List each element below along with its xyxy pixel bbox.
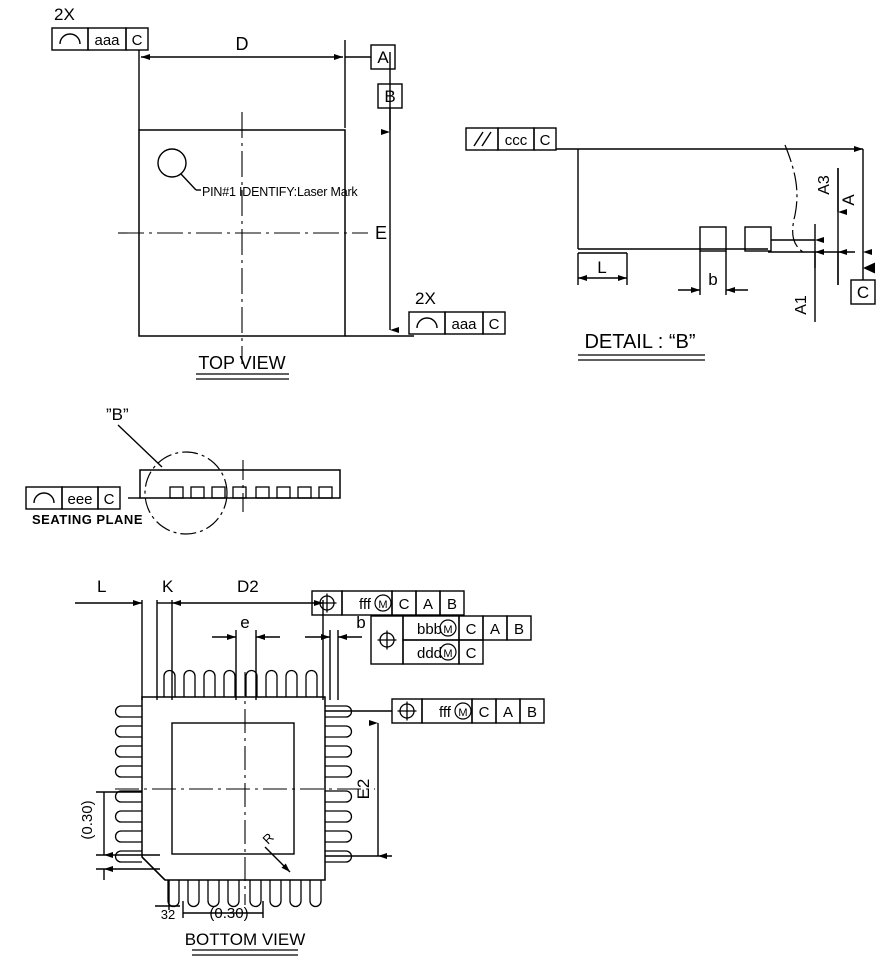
detail-terminal-1 — [699, 226, 727, 252]
top-view-multiplier-top: 2X — [54, 5, 75, 24]
fcf-composite-row2-tolerance: ddd — [417, 645, 442, 662]
fcf-top-left-tolerance: aaa — [94, 32, 120, 49]
fcf-composite-row1-datum-a: A — [490, 621, 500, 638]
side-view-callout: ”B” — [106, 405, 129, 424]
dim-A3-label: A3 — [816, 175, 833, 195]
pin-32-label: 32 — [161, 907, 175, 922]
dim-A1-label: A1 — [793, 295, 810, 315]
fcf-bottom-right-frame: fff M C A B — [391, 698, 545, 724]
fcf-seating-plane: eee C — [25, 486, 121, 510]
dim-b-detail-label: b — [708, 270, 717, 289]
dim-A3: A3 — [816, 168, 847, 285]
position-symbol-2 — [377, 630, 397, 650]
ref-dim-vertical: (0.30) — [79, 791, 160, 880]
position-symbol-3 — [397, 701, 417, 721]
pads-left — [114, 705, 142, 863]
top-view-centerlines — [118, 112, 368, 364]
dim-D-label: D — [236, 34, 249, 54]
top-view: 2X aaa C D A B — [51, 5, 506, 380]
dim-b-bottom-label: b — [356, 613, 365, 632]
fcf-bottom-top-datum-a: A — [423, 596, 433, 613]
fcf-top-left-datum: C — [132, 32, 143, 49]
fcf-bottom-top-modifier: M — [378, 599, 387, 611]
fcf-parallelism: ccc C — [465, 127, 557, 151]
fcf-bottom-right: aaa C — [408, 311, 506, 335]
fcf-top-left: aaa C — [51, 27, 149, 51]
datum-C-detail: C — [850, 279, 876, 305]
dim-L-detail-label: L — [597, 258, 606, 277]
fcf-bottom-right-modifier: M — [458, 707, 467, 719]
fcf-parallelism-tolerance: ccc — [505, 132, 528, 149]
datum-B-label: B — [384, 87, 395, 106]
dim-K-label: K — [162, 577, 174, 596]
pin1-marker — [157, 148, 187, 178]
fcf-composite-row2-modifier: M — [443, 648, 452, 660]
dim-D2-label: D2 — [237, 577, 259, 596]
detail-circle — [144, 451, 228, 535]
dim-L-detail: L — [577, 253, 628, 285]
fcf-composite-row1-modifier: M — [443, 624, 452, 636]
dim-A: A — [839, 146, 872, 255]
ref-dim-vertical-label: (0.30) — [79, 800, 96, 839]
fcf-bottom-right-datum: C — [489, 316, 500, 333]
dim-D: D — [141, 34, 343, 60]
fcf-bottom-right-datum-c: C — [479, 704, 490, 721]
pin-32-callout: 32 — [155, 880, 180, 922]
pads-top — [163, 669, 318, 697]
dim-b-detail: b — [678, 251, 748, 295]
dim-L-bottom-label: L — [97, 577, 106, 596]
ref-dim-horizontal-label: (0.30) — [209, 905, 248, 922]
dim-A-label: A — [839, 194, 858, 206]
fcf-parallelism-datum: C — [540, 132, 551, 149]
pads-bottom — [167, 880, 322, 908]
dim-A1: A1 — [793, 224, 824, 322]
fcf-composite-row1-tolerance: bbb — [417, 621, 442, 638]
side-view-terminals — [169, 486, 333, 499]
datum-C-detail-label: C — [857, 283, 869, 302]
datum-A: A — [370, 44, 396, 70]
dim-E2-label: E2 — [354, 779, 373, 800]
fcf-bottom-right-tolerance: aaa — [451, 316, 477, 333]
bottom-view-title: BOTTOM VIEW — [185, 930, 306, 949]
seating-plane-label: SEATING PLANE — [32, 512, 143, 527]
fcf-bottom-right-datum-a: A — [503, 704, 513, 721]
dim-e-label: e — [240, 613, 249, 632]
detail-view-title: DETAIL : “B” — [584, 331, 695, 353]
bottom-view-centerlines — [115, 672, 375, 905]
bottom-view: L K D2 fff M C A — [75, 577, 545, 956]
detail-break-line — [784, 144, 804, 253]
fcf-bottom-top-datum-b: B — [447, 596, 457, 613]
dim-E: E — [375, 129, 399, 333]
datum-A-label: A — [377, 48, 389, 67]
ref-dim-horizontal: (0.30) — [182, 901, 264, 922]
top-view-title: TOP VIEW — [198, 353, 285, 373]
fcf-seating-datum: C — [104, 491, 115, 508]
side-view: ”B” eee C SEATING PLANE — [25, 405, 341, 535]
pin1-note: PIN#1 IDENTIFY:Laser Mark — [202, 185, 358, 199]
fcf-bottom-top: fff M C A B — [311, 590, 465, 616]
dim-E2: E2 — [354, 720, 387, 859]
fcf-composite-row2-datum-c: C — [466, 645, 477, 662]
fcf-composite-row1-datum-b: B — [514, 621, 524, 638]
fcf-seating-tolerance: eee — [67, 491, 92, 508]
dim-E-label: E — [375, 223, 387, 243]
fcf-composite-row1-datum-c: C — [466, 621, 477, 638]
detail-view-b: ccc C L b — [465, 127, 876, 361]
top-view-multiplier-bottom: 2X — [415, 289, 436, 308]
fcf-bottom-composite: bbb M C A B ddd M C — [370, 615, 532, 665]
detail-terminal-2 — [744, 226, 772, 252]
fcf-bottom-right-datum-b: B — [527, 704, 537, 721]
fcf-bottom-right-tolerance: fff — [439, 704, 452, 721]
fcf-bottom-top-tolerance: fff — [359, 596, 372, 613]
fcf-bottom-top-datum-c: C — [399, 596, 410, 613]
position-symbol-1 — [317, 593, 337, 613]
